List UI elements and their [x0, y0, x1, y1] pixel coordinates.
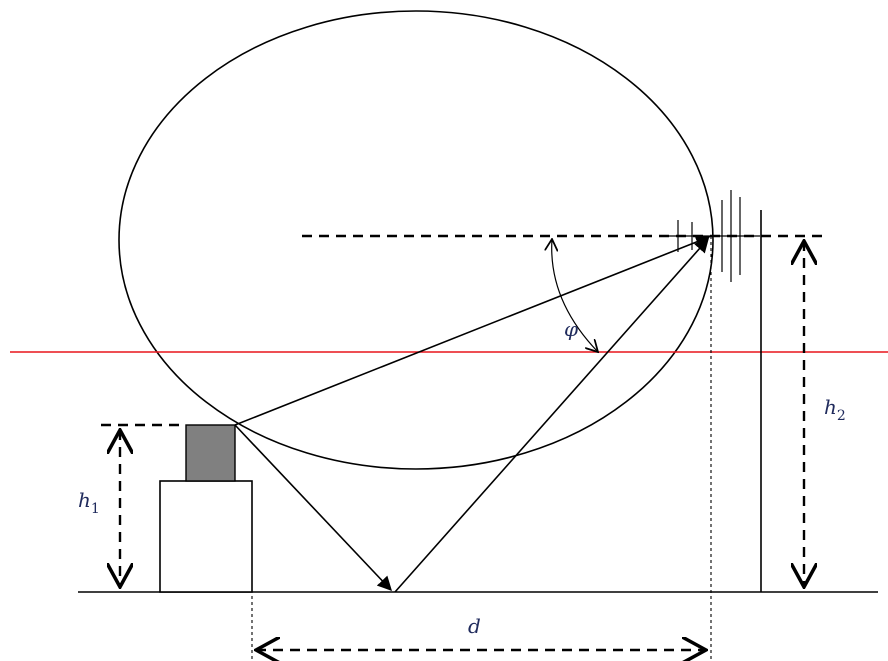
incident-ray	[234, 424, 392, 592]
direct-ray	[234, 235, 711, 426]
d-label: d	[468, 614, 481, 638]
reflected-ray	[394, 237, 709, 593]
phi-label: φ	[564, 317, 578, 341]
tx-station-head	[185, 424, 236, 482]
coverage-ellipse	[118, 10, 714, 470]
h1-label: h1	[78, 488, 100, 517]
h2-label: h2	[824, 395, 846, 424]
tx-station-base	[159, 480, 253, 593]
phi-angle-arc	[552, 239, 598, 352]
